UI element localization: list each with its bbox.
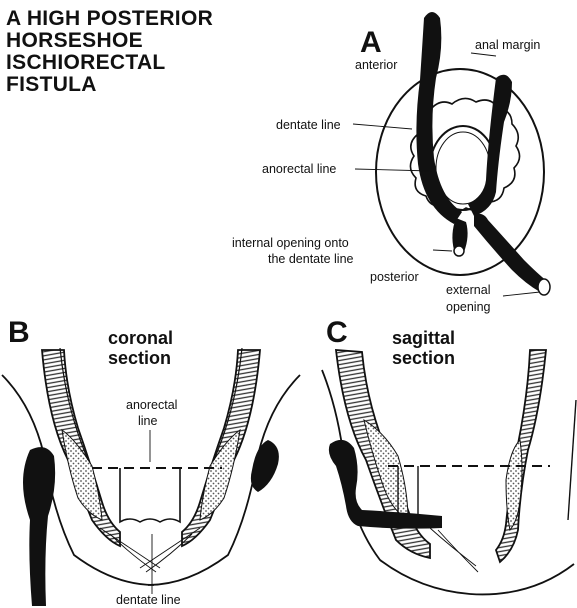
panel-b-letter: B bbox=[8, 318, 30, 348]
fistula-left-arm bbox=[416, 12, 462, 224]
panel-a-letter: A bbox=[360, 28, 382, 58]
left-sphincter-muscle bbox=[42, 350, 120, 546]
panel-c-letter: C bbox=[326, 318, 348, 348]
label-posterior: posterior bbox=[370, 270, 419, 285]
internal-opening-dot bbox=[454, 246, 464, 256]
label-anterior: anterior bbox=[355, 58, 397, 73]
panel-b-section-1: coronal bbox=[108, 328, 173, 348]
label-external-2: opening bbox=[446, 300, 491, 315]
left-abscess-tract bbox=[23, 447, 55, 606]
label-external-1: external bbox=[446, 283, 490, 298]
panel-b-drawing bbox=[2, 348, 300, 606]
label-dentate-line-b: dentate line bbox=[116, 593, 181, 608]
panel-a-drawing bbox=[353, 12, 550, 296]
right-abscess bbox=[251, 440, 279, 492]
panel-c-drawing bbox=[322, 350, 576, 594]
fistula-external-tract bbox=[474, 214, 548, 292]
panel-c-section-2: section bbox=[392, 348, 455, 368]
label-internal-opening-2: the dentate line bbox=[268, 252, 354, 267]
label-internal-opening-1: internal opening onto bbox=[232, 236, 349, 251]
label-anorectal-line-a: anorectal line bbox=[262, 162, 336, 177]
label-anal-margin: anal margin bbox=[475, 38, 540, 53]
right-sphincter-muscle bbox=[182, 350, 260, 546]
label-anorectal-b-2: line bbox=[138, 414, 157, 429]
label-dentate-line-a: dentate line bbox=[276, 118, 341, 133]
panel-c-section-1: sagittal bbox=[392, 328, 455, 348]
panel-b-section-2: section bbox=[108, 348, 171, 368]
fistula-right-arm bbox=[468, 75, 512, 216]
label-anorectal-b-1: anorectal bbox=[126, 398, 177, 413]
anal-canal bbox=[120, 468, 180, 522]
external-opening-dot bbox=[538, 279, 550, 295]
